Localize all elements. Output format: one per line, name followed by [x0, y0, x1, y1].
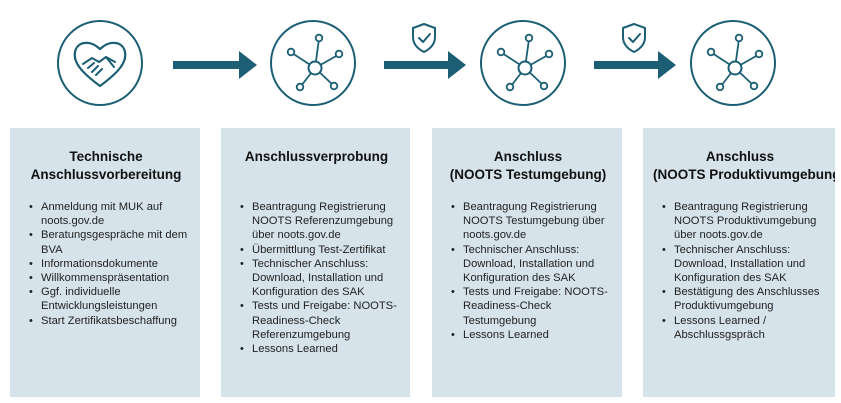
list-item: Informationsdokumente [29, 257, 192, 271]
list-item: Technischer Anschluss: Download, Install… [240, 257, 402, 300]
step-card-technische-anschlussvorbereitung: Technische Anschlussvorbereitung Anmeldu… [10, 128, 200, 397]
card-bullet-list: Anmeldung mit MUK auf noots.gov.de Berat… [20, 200, 192, 328]
list-item: Tests und Freigabe: NOOTS-Readiness-Chec… [240, 299, 402, 342]
arrow-right-icon [173, 51, 257, 79]
list-item: Bestätigung des Anschlusses Produktivumg… [662, 285, 827, 313]
card-bullet-list: Beantragung Registrierung NOOTS Testumge… [442, 200, 614, 342]
card-title-line: Anschlussverprobung [244, 149, 389, 164]
card-title-line: (NOOTS Produktivumgebung [653, 167, 835, 182]
step-1-icon-circle [57, 20, 143, 106]
list-item: Technischer Anschluss: Download, Install… [662, 243, 827, 286]
step-3-icon-circle [480, 20, 566, 106]
list-item: Beratungsgespräche mit dem BVA [29, 228, 192, 256]
card-title: Anschluss (NOOTS Produktivumgebung [653, 148, 835, 184]
card-title-line: (NOOTS Testumgebung) [449, 167, 607, 182]
card-title: Anschluss (NOOTS Testumgebung) [442, 148, 614, 184]
list-item: Beantragung Registrierung NOOTS Referenz… [240, 200, 402, 243]
list-item: Start Zertifikatsbeschaffung [29, 314, 192, 328]
list-item: Übermittlung Test-Zertifikat [240, 243, 402, 257]
shield-check-icon [410, 22, 438, 54]
card-bullet-list: Beantragung Registrierung NOOTS Referenz… [231, 200, 402, 356]
step-4-icon-circle [690, 20, 776, 106]
list-item: Technischer Anschluss: Download, Install… [451, 243, 614, 286]
list-item: Ggf. individuelle Entwicklungsleistungen [29, 285, 192, 313]
arrow-right-icon [384, 51, 466, 79]
step-card-anschluss-produktivumgebung: Anschluss (NOOTS Produktivumgebung Beant… [643, 128, 835, 397]
list-item: Beantragung Registrierung NOOTS Produkti… [662, 200, 827, 243]
list-item: Lessons Learned / Abschlussgspräch [662, 314, 827, 342]
card-title-line: Anschlussvorbereitung [30, 167, 182, 182]
shield-check-icon [620, 22, 648, 54]
card-title: Technische Anschlussvorbereitung [20, 148, 192, 184]
step-card-anschluss-testumgebung: Anschluss (NOOTS Testumgebung) Beantragu… [432, 128, 622, 397]
list-item: Lessons Learned [240, 342, 402, 356]
step-card-anschlussverprobung: Anschlussverprobung Beantragung Registri… [221, 128, 410, 397]
card-title-line: Technische [69, 149, 143, 164]
card-bullet-list: Beantragung Registrierung NOOTS Produkti… [653, 200, 827, 342]
list-item: Willkommenspräsentation [29, 271, 192, 285]
card-title-line: Anschluss [705, 149, 775, 164]
list-item: Lessons Learned [451, 328, 614, 342]
list-item: Anmeldung mit MUK auf noots.gov.de [29, 200, 192, 228]
card-title-line: Anschluss [493, 149, 563, 164]
step-2-icon-circle [270, 20, 356, 106]
list-item: Beantragung Registrierung NOOTS Testumge… [451, 200, 614, 243]
list-item: Tests und Freigabe: NOOTS-Readiness-Chec… [451, 285, 614, 328]
arrow-right-icon [594, 51, 676, 79]
card-title: Anschlussverprobung [231, 148, 402, 166]
